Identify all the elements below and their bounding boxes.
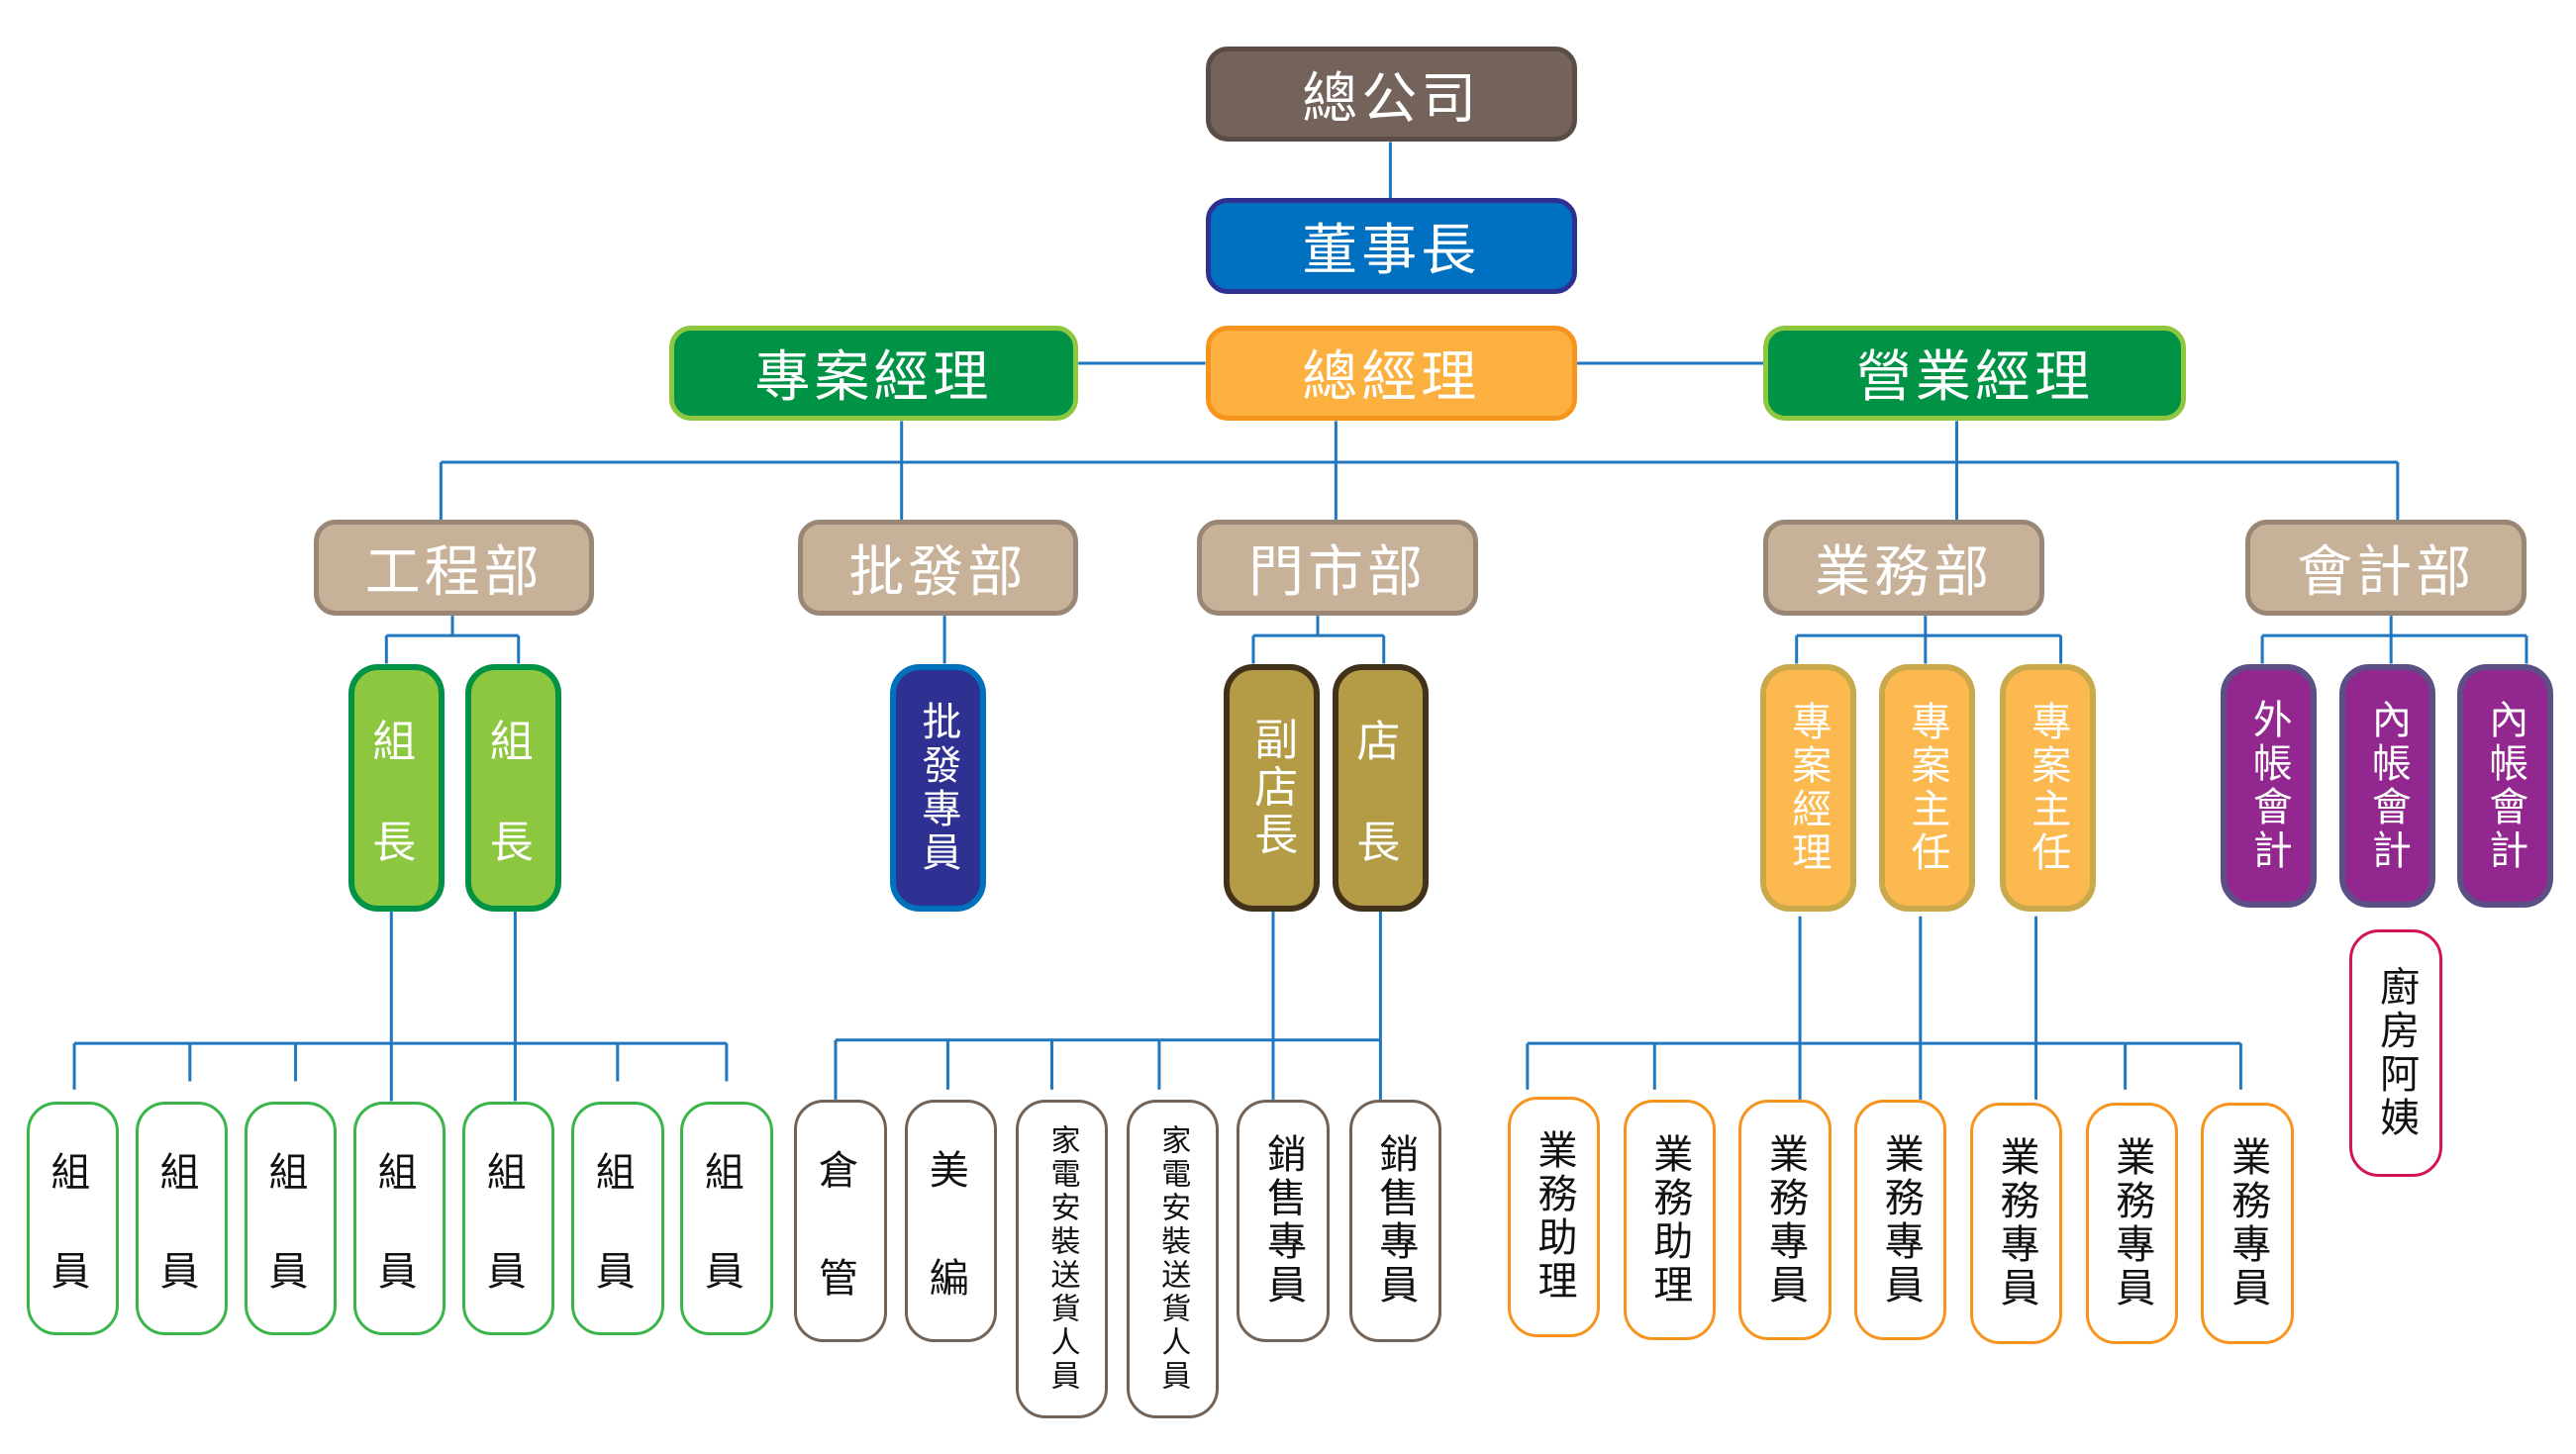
dept-accounting-label: 會計部 bbox=[2297, 540, 2476, 606]
team-member[interactable]: 組員 bbox=[135, 1101, 229, 1336]
kitchen-staff[interactable]: 廚房阿姨 bbox=[2349, 929, 2442, 1178]
sales-lead-label: 專案主任 bbox=[2025, 700, 2071, 875]
external-accountant[interactable]: 外帳會計 bbox=[2221, 663, 2318, 909]
team-member[interactable]: 組員 bbox=[680, 1101, 773, 1336]
node-hq[interactable]: 總公司 bbox=[1205, 46, 1577, 143]
team-member[interactable]: 組員 bbox=[462, 1101, 555, 1336]
dept-wholesale[interactable]: 批發部 bbox=[797, 520, 1079, 617]
dept-engineering[interactable]: 工程部 bbox=[313, 520, 595, 617]
sales-lead-label: 專案主任 bbox=[1904, 700, 1950, 875]
sales-staff-label: 業務專員 bbox=[1993, 1135, 2039, 1310]
sales-staff-label: 業務專員 bbox=[1762, 1132, 1809, 1308]
business-specialist[interactable]: 業務專員 bbox=[1969, 1103, 2063, 1344]
sales-specialist[interactable]: 銷售專員 bbox=[1237, 1099, 1330, 1343]
art-editor[interactable]: 美編 bbox=[905, 1099, 998, 1343]
sales-project-manager[interactable]: 專案經理 bbox=[1760, 663, 1856, 912]
char: 組 bbox=[372, 716, 421, 767]
char: 長 bbox=[489, 817, 538, 868]
accountant-label: 外帳會計 bbox=[2245, 698, 2292, 873]
sales-staff-label: 業務專員 bbox=[2225, 1135, 2271, 1310]
business-specialist[interactable]: 業務專員 bbox=[2085, 1103, 2178, 1344]
kitchen-staff-label: 廚房阿姨 bbox=[2373, 966, 2420, 1141]
char: 組 bbox=[489, 716, 538, 767]
sales-specialist[interactable]: 銷售專員 bbox=[1348, 1099, 1442, 1343]
team-leader[interactable]: 組長 bbox=[347, 663, 445, 912]
appliance-installer[interactable]: 家電安裝送貨人員 bbox=[1015, 1099, 1109, 1418]
team-member[interactable]: 組員 bbox=[244, 1101, 338, 1336]
node-project-manager-label: 專案經理 bbox=[754, 345, 993, 411]
appliance-installer[interactable]: 家電安裝送貨人員 bbox=[1126, 1099, 1219, 1418]
dept-engineering-label: 工程部 bbox=[364, 540, 544, 606]
business-specialist[interactable]: 業務專員 bbox=[1738, 1099, 1832, 1341]
sales-staff-label: 業務助理 bbox=[1531, 1129, 1577, 1305]
node-hq-label: 總公司 bbox=[1302, 66, 1481, 132]
sales-specialist-label: 銷售專員 bbox=[1259, 1133, 1306, 1309]
sales-specialist-label: 銷售專員 bbox=[1372, 1133, 1419, 1309]
sales-staff-label: 業務專員 bbox=[1877, 1132, 1924, 1308]
node-general-manager-label: 總經理 bbox=[1302, 345, 1481, 411]
sales-project-supervisor[interactable]: 專案主任 bbox=[1999, 663, 2096, 912]
wholesale-specialist-label: 批發專員 bbox=[915, 700, 961, 875]
sales-staff-label: 業務助理 bbox=[1646, 1132, 1693, 1308]
dept-sales[interactable]: 業務部 bbox=[1763, 520, 2044, 617]
accountant-label: 內帳會計 bbox=[2364, 698, 2411, 873]
dept-sales-label: 業務部 bbox=[1815, 540, 1994, 606]
node-business-manager[interactable]: 營業經理 bbox=[1763, 325, 2187, 422]
appliance-installer-label: 家電安裝送貨人員 bbox=[1155, 1123, 1191, 1394]
team-member[interactable]: 組員 bbox=[26, 1101, 120, 1336]
dept-accounting[interactable]: 會計部 bbox=[2245, 520, 2526, 617]
accountant-label: 內帳會計 bbox=[2482, 698, 2528, 873]
dept-wholesale-label: 批發部 bbox=[848, 540, 1028, 606]
node-general-manager[interactable]: 總經理 bbox=[1205, 325, 1577, 422]
char: 店 bbox=[1356, 716, 1405, 767]
sales-assistant[interactable]: 業務助理 bbox=[1623, 1099, 1716, 1341]
deputy-store-manager-label: 副店長 bbox=[1246, 716, 1298, 859]
node-project-manager[interactable]: 專案經理 bbox=[668, 325, 1079, 422]
warehouse-keeper[interactable]: 倉管 bbox=[794, 1099, 887, 1343]
sales-assistant[interactable]: 業務助理 bbox=[1507, 1096, 1601, 1338]
team-member[interactable]: 組員 bbox=[352, 1101, 446, 1336]
internal-accountant[interactable]: 內帳會計 bbox=[2456, 663, 2553, 909]
store-manager[interactable]: 店長 bbox=[1333, 663, 1429, 912]
char: 長 bbox=[1356, 817, 1405, 868]
sales-lead-label: 專案經理 bbox=[1785, 700, 1832, 875]
sales-project-supervisor[interactable]: 專案主任 bbox=[1879, 663, 1975, 912]
business-specialist[interactable]: 業務專員 bbox=[1854, 1099, 1947, 1341]
team-member[interactable]: 組員 bbox=[571, 1101, 664, 1336]
appliance-installer-label: 家電安裝送貨人員 bbox=[1044, 1123, 1080, 1394]
node-chairman[interactable]: 董事長 bbox=[1205, 198, 1577, 294]
sales-staff-label: 業務專員 bbox=[2109, 1135, 2155, 1310]
internal-accountant[interactable]: 內帳會計 bbox=[2339, 663, 2436, 909]
node-chairman-label: 董事長 bbox=[1302, 219, 1481, 283]
dept-store-label: 門市部 bbox=[1248, 540, 1428, 606]
team-leader[interactable]: 組長 bbox=[465, 663, 562, 912]
char: 長 bbox=[372, 817, 421, 868]
deputy-store-manager[interactable]: 副店長 bbox=[1223, 663, 1320, 912]
business-specialist[interactable]: 業務專員 bbox=[2201, 1103, 2294, 1344]
wholesale-specialist[interactable]: 批發專員 bbox=[890, 663, 986, 912]
node-business-manager-label: 營業經理 bbox=[1855, 345, 2094, 411]
dept-store[interactable]: 門市部 bbox=[1197, 520, 1478, 617]
